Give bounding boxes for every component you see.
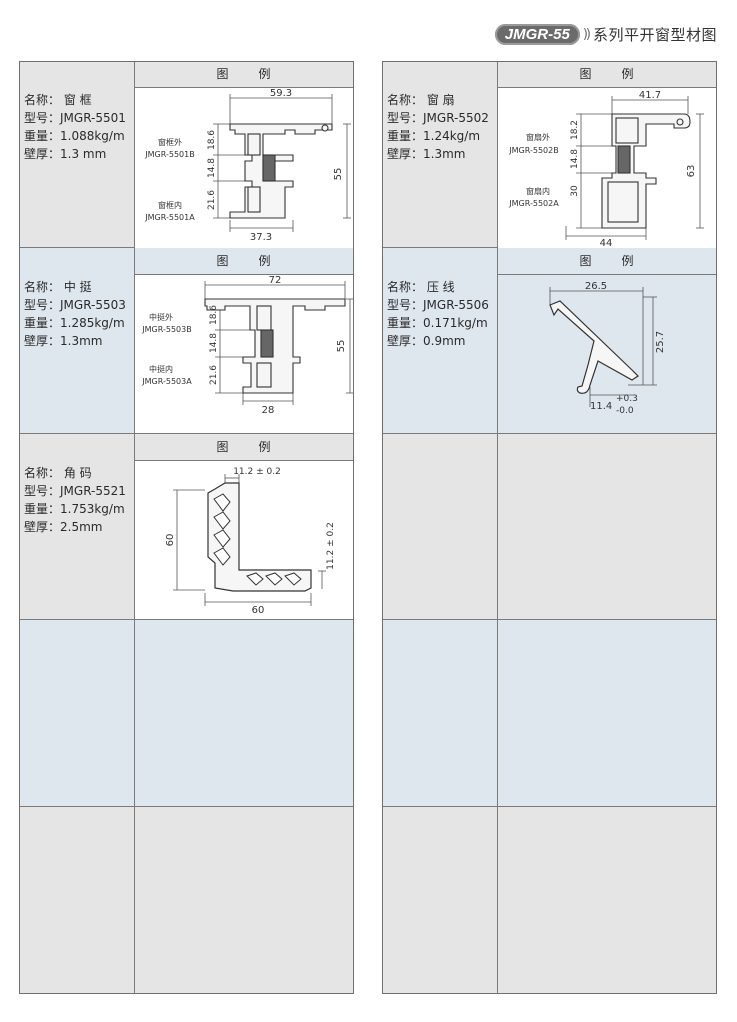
dim-bottom: 44: [600, 238, 613, 248]
product-wall: 壁厚：0.9mm: [387, 334, 466, 348]
series-badge: JMGR-55: [494, 24, 580, 45]
dim-a: 18.6: [209, 305, 219, 325]
dim-top: 26.5: [585, 281, 607, 292]
product-model: 型号：JMGR-5503: [24, 298, 126, 312]
diagram-header: 图 例: [135, 61, 354, 88]
label-outer: 中挺外: [149, 312, 173, 322]
dim-c: 30: [570, 185, 580, 197]
dim-c: 21.6: [209, 365, 219, 385]
dim-top: 72: [269, 275, 282, 286]
label-inner-model: JMGR-5503A: [141, 377, 192, 386]
row-5521: 名称： 角 码 型号：JMGR-5521 重量：1.753kg/m 壁厚：2.5…: [19, 434, 354, 620]
left-table: 名称： 窗 框 型号：JMGR-5501 重量：1.088kg/m 壁厚：1.3…: [19, 61, 354, 994]
product-weight: 重量：1.088kg/m: [24, 129, 125, 143]
label-inner: 窗框内: [158, 200, 182, 210]
label-outer-model: JMGR-5502B: [508, 146, 558, 155]
dim-tol-plus: +0.3: [616, 394, 638, 404]
right-table: 名称： 窗 扇 型号：JMGR-5502 重量：1.24kg/m 壁厚：1.3m…: [382, 61, 717, 994]
dim-bottom: 28: [262, 405, 275, 416]
diagram-header: 图 例: [498, 248, 717, 275]
dim-side: 25.7: [655, 331, 666, 353]
product-model: 型号：JMGR-5521: [24, 484, 126, 498]
dim-bottom: 37.3: [250, 232, 272, 243]
label-outer: 窗扇外: [526, 132, 550, 142]
dim-top: 41.7: [639, 90, 661, 101]
dim-top: 11.2 ± 0.2: [233, 467, 281, 477]
chevron-icon: )): [582, 27, 591, 42]
product-wall: 壁厚：2.5mm: [24, 520, 103, 534]
row-empty-left-2: [19, 807, 354, 994]
dim-right: 11.2 ± 0.2: [326, 522, 336, 570]
dim-bottom: 11.4: [590, 401, 612, 412]
product-info-5506: 名称： 压 线 型号：JMGR-5506 重量：0.171kg/m 壁厚：0.9…: [387, 278, 489, 350]
product-wall: 壁厚：1.3 mm: [24, 147, 107, 161]
product-model: 型号：JMGR-5506: [387, 298, 489, 312]
label-inner-model: JMGR-5502A: [508, 199, 559, 208]
dim-side: 55: [336, 340, 347, 353]
label-outer-model: JMGR-5503B: [141, 325, 191, 334]
profile-drawing-5502: 41.7 63 44 18.2 14.8 30 窗扇外 JMGR-5502B 窗…: [508, 90, 704, 248]
row-empty-right-1: [382, 434, 717, 620]
profile-drawing-5501: 59.3 55 37.3 18.6 14.8 21.6 窗框外 JMGR-550…: [144, 88, 351, 243]
product-weight: 重量：1.24kg/m: [387, 129, 481, 143]
product-weight: 重量：1.285kg/m: [24, 316, 125, 330]
diagram-5506: 26.5 25.7 11.4 +0.3 -0.0: [498, 275, 717, 433]
product-name: 名称： 中 挺: [24, 280, 92, 294]
diagram-5502: 41.7 63 44 18.2 14.8 30 窗扇外 JMGR-5502B 窗…: [498, 88, 717, 248]
page-header: JMGR-55 )) 系列平开窗型材图: [494, 24, 717, 45]
profile-drawing-5503: 72 55 28 18.6 14.8 21.6 中挺外 JMGR-5503B 中…: [141, 275, 354, 416]
diagram-5521: 11.2 ± 0.2 60 11.2 ± 0.2 60: [135, 461, 354, 619]
diagram-5501: 59.3 55 37.3 18.6 14.8 21.6 窗框外 JMGR-550…: [135, 88, 354, 248]
label-outer-model: JMGR-5501B: [144, 150, 194, 159]
row-empty-left-1: [19, 620, 354, 807]
profile-drawing-5521: 11.2 ± 0.2 60 11.2 ± 0.2 60: [165, 467, 336, 616]
product-weight: 重量：0.171kg/m: [387, 316, 488, 330]
dim-side: 63: [686, 165, 697, 178]
dim-a: 18.6: [207, 130, 217, 150]
dim-b: 14.8: [207, 158, 217, 178]
column-divider: [497, 61, 498, 994]
label-inner: 中挺内: [149, 364, 173, 374]
row-5503: 名称： 中 挺 型号：JMGR-5503 重量：1.285kg/m 壁厚：1.3…: [19, 248, 354, 434]
column-divider: [134, 61, 135, 994]
product-info-5521: 名称： 角 码 型号：JMGR-5521 重量：1.753kg/m 壁厚：2.5…: [24, 464, 126, 536]
product-wall: 壁厚：1.3mm: [387, 147, 466, 161]
label-outer: 窗框外: [158, 137, 182, 147]
row-5501: 名称： 窗 框 型号：JMGR-5501 重量：1.088kg/m 壁厚：1.3…: [19, 61, 354, 248]
profile-drawing-5506: 26.5 25.7 11.4 +0.3 -0.0: [549, 281, 666, 416]
dim-side: 55: [333, 168, 344, 181]
row-empty-right-2: [382, 620, 717, 807]
product-info-5502: 名称： 窗 扇 型号：JMGR-5502 重量：1.24kg/m 壁厚：1.3m…: [387, 91, 489, 163]
product-name: 名称： 压 线: [387, 280, 455, 294]
dim-b: 14.8: [209, 333, 219, 353]
product-info-5501: 名称： 窗 框 型号：JMGR-5501 重量：1.088kg/m 壁厚：1.3…: [24, 91, 126, 163]
row-5502: 名称： 窗 扇 型号：JMGR-5502 重量：1.24kg/m 壁厚：1.3m…: [382, 61, 717, 248]
dim-a: 18.2: [570, 120, 580, 140]
corner-piece: [207, 482, 312, 592]
label-inner: 窗扇内: [526, 186, 550, 196]
diagram-5503: 72 55 28 18.6 14.8 21.6 中挺外 JMGR-5503B 中…: [135, 275, 354, 433]
page-title: 系列平开窗型材图: [592, 26, 717, 44]
dim-top: 59.3: [270, 88, 292, 99]
dim-tol-minus: -0.0: [616, 406, 634, 416]
dim-left: 60: [165, 534, 176, 547]
row-empty-right-3: [382, 807, 717, 994]
diagram-header: 图 例: [135, 434, 354, 461]
bead-profile: [549, 300, 639, 394]
product-weight: 重量：1.753kg/m: [24, 502, 125, 516]
product-wall: 壁厚：1.3mm: [24, 334, 103, 348]
product-model: 型号：JMGR-5502: [387, 111, 489, 125]
row-5506: 名称： 压 线 型号：JMGR-5506 重量：0.171kg/m 壁厚：0.9…: [382, 248, 717, 434]
diagram-header: 图 例: [498, 61, 717, 88]
product-name: 名称： 窗 框: [24, 93, 92, 107]
dim-c: 21.6: [207, 190, 217, 210]
product-name: 名称： 角 码: [24, 466, 92, 480]
diagram-header: 图 例: [135, 248, 354, 275]
dim-b: 14.8: [570, 149, 580, 169]
dim-bottom: 60: [252, 605, 265, 616]
label-inner-model: JMGR-5501A: [144, 213, 195, 222]
product-model: 型号：JMGR-5501: [24, 111, 126, 125]
product-name: 名称： 窗 扇: [387, 93, 455, 107]
product-info-5503: 名称： 中 挺 型号：JMGR-5503 重量：1.285kg/m 壁厚：1.3…: [24, 278, 126, 350]
